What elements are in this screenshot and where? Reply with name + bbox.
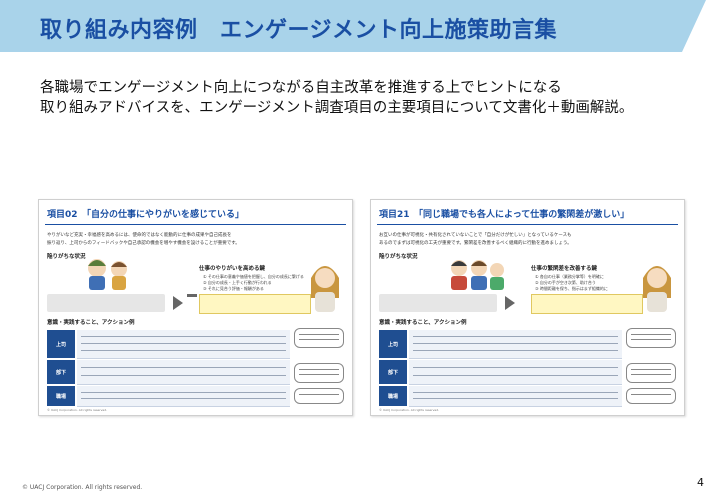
arrow-icon (505, 296, 515, 310)
row-label-member: 部下 (47, 360, 75, 384)
header-band: 取り組み内容例 エンゲージメント向上施策助言集 (0, 0, 720, 58)
speech-bubble (294, 363, 344, 383)
footer-copyright: © UACJ Corporation. All rights reserved. (22, 484, 143, 491)
key-item-3: ③ 時間距離を保ち、指示はまず組織的に (535, 286, 608, 291)
problem-heading: 陥りがちな状況 (379, 254, 418, 260)
row-label-workplace: 職場 (47, 386, 75, 406)
key-item-2: ② 自分の手が空き次第、助け合う (535, 280, 596, 285)
document-thumbnail-2: 項目21 「同じ職場でも各人によって仕事の繁閑差が激しい」 お互いの仕事が可視化… (370, 199, 685, 416)
row-body-member (409, 360, 622, 385)
problem-heading: 陥りがちな状況 (47, 254, 86, 260)
action-heading: 意識・実践すること、アクション例 (379, 320, 467, 326)
document-intro-1: お互いの仕事が可視化・共有化されていないことで「自分だけが忙しい」となっているケ… (379, 233, 572, 238)
intro-line-1: 各職場でエンゲージメント向上につながる自主改革を推進する上でヒントになる (40, 80, 562, 96)
page-number: 4 (697, 476, 704, 489)
intro-text: 各職場でエンゲージメント向上につながる自主改革を推進する上でヒントになる 取り組… (40, 78, 633, 118)
title-underline (377, 224, 678, 225)
document-thumbnail-1: 項目02 「自分の仕事にやりがいを感じている」 やりがいなど充実・幸福感を高める… (38, 199, 353, 416)
row-label-boss: 上司 (379, 330, 407, 358)
document-title-bar: 項目21 「同じ職場でも各人によって仕事の繁閑差が激しい」 (371, 200, 684, 226)
arrow-icon (173, 296, 183, 310)
document-title: 項目21 「同じ職場でも各人によって仕事の繁閑差が激しい」 (379, 210, 630, 220)
document-intro-1: やりがいなど充実・幸福感を高めるには、使命的ではなく能動的に仕事の成果や自己成長… (47, 233, 232, 238)
document-intro-2: あるのでまずは可視化の工夫が重要です。繁閑差を改善するべく組織的に行動を進めまし… (379, 241, 572, 246)
row-body-workplace (77, 386, 290, 407)
row-body-boss (409, 330, 622, 359)
action-heading: 意識・実践すること、アクション例 (47, 320, 135, 326)
key-box (199, 294, 311, 314)
row-label-workplace: 職場 (379, 386, 407, 406)
problem-box (379, 294, 497, 312)
row-label-member: 部下 (379, 360, 407, 384)
speech-bubble (294, 328, 344, 348)
page-title: 取り組み内容例 エンゲージメント向上施策助言集 (40, 18, 558, 43)
key-heading: 仕事の繁閑差を改善する鍵 (531, 266, 598, 272)
key-heading: 仕事のやりがいを高める鍵 (199, 266, 266, 272)
people-illustration (88, 259, 127, 290)
key-box (531, 294, 643, 314)
row-body-boss (77, 330, 290, 359)
header-band-shape (0, 0, 706, 56)
key-item-2: ② 自分の成長・上手く行動が行われる (203, 280, 272, 285)
document-title-bar: 項目02 「自分の仕事にやりがいを感じている」 (39, 200, 352, 226)
key-item-1: ① その仕事の意義や価値を把握し、自分の成長に繋げる (203, 274, 304, 279)
document-title: 項目02 「自分の仕事にやりがいを感じている」 (47, 210, 245, 220)
speech-bubble (626, 328, 676, 348)
document-intro-2: 振り返り、上司からのフィードバックや自己承認の機会を増やす機会を設けることが重要… (47, 241, 240, 246)
woman-illustration (643, 266, 671, 312)
document-copyright: © UACJ Corporation. All rights reserved. (47, 408, 108, 412)
key-item-1: ① 各自の仕事（業務分掌等）を明確に (535, 274, 604, 279)
key-item-3: ③ それに見合う評価・報酬がある (203, 286, 264, 291)
intro-line-2: 取り組みアドバイスを、エンゲージメント調査項目の主要項目について文書化＋動画解説… (40, 100, 634, 116)
title-underline (45, 224, 346, 225)
speech-bubble (294, 388, 344, 404)
speech-bubble (626, 388, 676, 404)
row-body-workplace (409, 386, 622, 407)
woman-illustration (311, 266, 339, 312)
document-copyright: © UACJ Corporation. All rights reserved. (379, 408, 440, 412)
arrow-shaft (187, 294, 197, 297)
people-illustration (451, 260, 504, 290)
row-body-member (77, 360, 290, 385)
row-label-boss: 上司 (47, 330, 75, 358)
problem-box (47, 294, 165, 312)
speech-bubble (626, 363, 676, 383)
